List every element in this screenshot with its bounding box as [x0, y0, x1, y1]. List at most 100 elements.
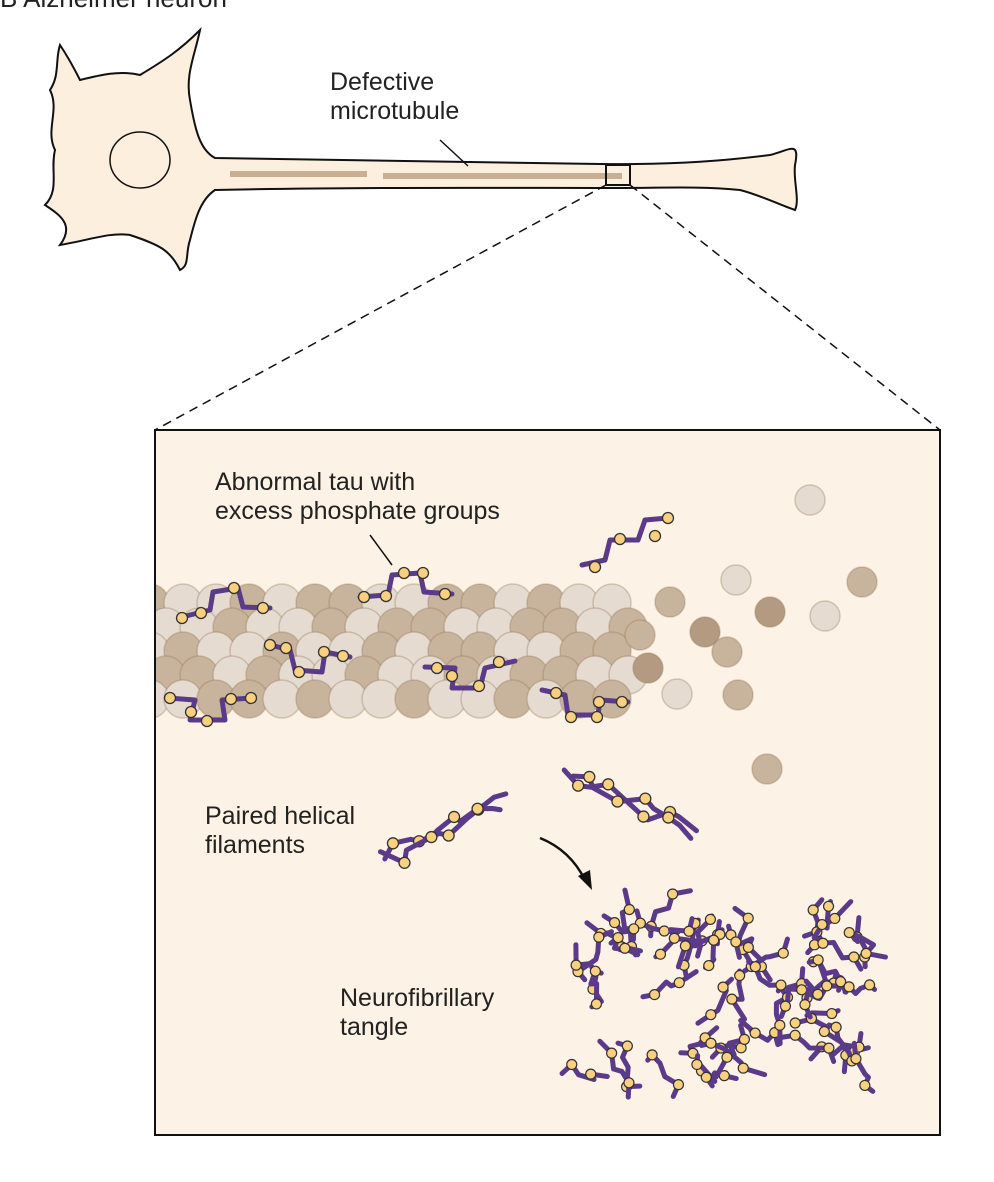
phosphate-group	[812, 988, 824, 1000]
label-defective-microtubule: Defective microtubule	[330, 68, 459, 126]
phosphate-group	[194, 606, 208, 620]
phosphate-group	[292, 665, 306, 679]
phosphate-group	[737, 1062, 749, 1074]
phosphate-group	[823, 1042, 835, 1054]
phosphate-group	[398, 856, 411, 869]
phosphate-group	[256, 601, 270, 615]
free-tubulin-dimer	[754, 596, 786, 628]
phosphate-group	[442, 829, 455, 842]
phosphate-group	[679, 940, 692, 952]
free-tubulin-dimer	[722, 679, 754, 711]
phosphate-group	[416, 566, 430, 580]
phosphate-group	[658, 925, 670, 937]
phosphate-group	[583, 770, 596, 784]
phosphate-group	[673, 977, 685, 989]
phosphate-group	[386, 837, 400, 850]
free-tubulin-dimer	[846, 566, 878, 598]
phosphate-group	[807, 904, 819, 916]
phosphate-group	[621, 1040, 633, 1052]
phosphate-group	[774, 1019, 786, 1031]
arrowhead	[578, 870, 592, 890]
phosphate-group	[590, 710, 604, 724]
label-line: tangle	[340, 1013, 409, 1041]
phosphate-group	[549, 686, 563, 700]
phosphate-group	[588, 560, 602, 574]
phosphate-group	[667, 888, 679, 900]
phosphate-group	[683, 925, 695, 937]
free-tubulin-dimer	[661, 678, 693, 710]
tau-strand	[422, 658, 518, 691]
phosphate-group	[818, 1025, 830, 1038]
phosphate-group	[648, 529, 662, 543]
phosphate-group	[608, 916, 621, 929]
label-line: Paired helical	[205, 802, 356, 830]
phosphate-group	[843, 926, 855, 939]
phosphate-group	[227, 581, 241, 595]
phosphate-group	[628, 923, 640, 935]
phosphate-group	[704, 913, 717, 926]
phosphate-group	[438, 587, 452, 601]
label-line: excess phosphate groups	[215, 497, 500, 525]
phosphate-group	[570, 959, 582, 971]
phosphate-group	[175, 611, 189, 625]
phosphate-group	[163, 691, 177, 705]
phosphate-group	[859, 1079, 871, 1092]
phosphate-group	[615, 695, 629, 709]
phosphate-group	[592, 695, 606, 709]
phosphate-group	[184, 705, 198, 719]
phosphate-group	[646, 1049, 658, 1061]
zoom-dash-left	[154, 184, 607, 431]
phosphate-group	[589, 965, 601, 977]
nucleus	[109, 131, 171, 189]
phosphate-group	[742, 912, 754, 924]
phosphate-group	[705, 1037, 717, 1049]
lattice	[156, 583, 648, 719]
label-line: microtubule	[330, 97, 460, 125]
phosphate-group	[821, 980, 833, 992]
phosphate-group	[717, 981, 729, 993]
phosphate-group	[822, 900, 835, 912]
phosphate-group	[639, 792, 652, 805]
phosphate-group	[447, 810, 461, 824]
phosphate-group	[721, 1051, 733, 1063]
phosphate-group	[445, 669, 459, 683]
label-line: Neurofibrillary	[340, 984, 495, 1012]
phosphate-group	[263, 638, 277, 652]
neurofibrillary-tangle	[559, 887, 888, 1100]
helical-filament-strand	[561, 767, 694, 841]
phosphate-group	[672, 1079, 685, 1091]
neuron-outline	[43, 26, 798, 272]
phosphate-group	[602, 778, 615, 791]
label-neurofibrillary-tangle: Neurofibrillary tangle	[340, 984, 494, 1042]
phosphate-group	[826, 1007, 838, 1020]
phosphate-group	[471, 802, 484, 815]
phosphate-group	[357, 590, 371, 604]
phosphate-group	[662, 811, 675, 824]
phosphate-group	[611, 795, 624, 808]
figure-title: B Alzheimer neuron	[0, 0, 227, 13]
phosphate-group	[726, 993, 738, 1005]
phosphate-group	[317, 645, 331, 659]
phosphate-group	[668, 932, 680, 944]
phosphate-group	[705, 1009, 717, 1021]
phosphate-group	[789, 1029, 801, 1041]
phosphate-group	[816, 918, 828, 931]
free-tubulin-dimer	[689, 616, 721, 648]
helical-filament-strand	[377, 805, 503, 866]
phosphate-group	[734, 969, 746, 982]
phosphate-group	[397, 566, 411, 580]
phosphate-group	[564, 710, 578, 724]
phosphate-group	[379, 589, 393, 603]
free-tubulin-dimer	[751, 753, 783, 785]
phosphate-group	[775, 979, 787, 991]
phosphate-group	[860, 947, 872, 960]
phosphate-group	[700, 1071, 712, 1083]
phosphate-group	[648, 989, 661, 1001]
label-paired-helical-filaments: Paired helical filaments	[205, 802, 355, 860]
phosphate-group	[244, 691, 258, 705]
phosphate-group	[796, 984, 808, 996]
phosphate-group	[749, 1027, 761, 1039]
free-tubulin-dimer	[794, 484, 826, 516]
phosphate-group	[835, 976, 847, 988]
